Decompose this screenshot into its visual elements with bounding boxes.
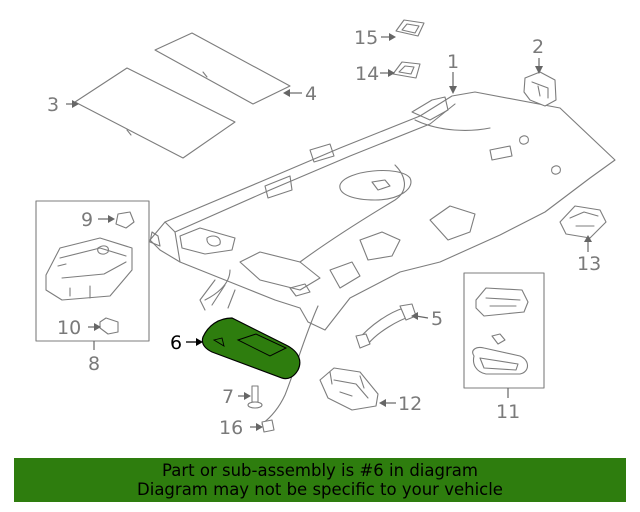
- part-5-handle: [355, 303, 417, 349]
- callout-5: 5: [431, 308, 443, 330]
- callout-1: 1: [447, 51, 459, 73]
- part-6-sun-visor: [201, 317, 301, 380]
- callout-6: 6: [170, 332, 182, 354]
- part-3-panel: [74, 67, 236, 159]
- part-15-clip: [395, 19, 425, 37]
- callout-13: 13: [577, 253, 601, 275]
- part-12-console: [319, 367, 379, 411]
- info-banner: Part or sub-assembly is #6 in diagram Di…: [14, 458, 626, 502]
- part-13-lamp: [559, 205, 607, 239]
- parts-diagram: 1 2 3 4 5 6 7 8 9 10 11 12 13 14 15 16: [35, 19, 616, 439]
- callout-10: 10: [57, 317, 81, 339]
- part-8-box: [35, 200, 150, 342]
- part-2-bracket: [523, 71, 557, 107]
- part-7-screw: [247, 385, 263, 409]
- part-11-box: [463, 272, 545, 389]
- callout-4: 4: [305, 83, 317, 105]
- part-4-panel: [154, 32, 291, 105]
- part-14-clip: [392, 61, 421, 79]
- callout-14: 14: [355, 63, 379, 85]
- callout-11: 11: [496, 401, 520, 423]
- part-16-clip: [261, 419, 275, 433]
- callout-12: 12: [398, 393, 422, 415]
- callout-16: 16: [219, 417, 243, 439]
- callout-3: 3: [47, 94, 59, 116]
- callout-7: 7: [222, 386, 234, 408]
- part-1-headliner: [149, 91, 616, 425]
- banner-line-1: Part or sub-assembly is #6 in diagram: [162, 461, 478, 480]
- callout-8: 8: [88, 353, 100, 375]
- callout-2: 2: [532, 36, 544, 58]
- callout-9: 9: [81, 209, 93, 231]
- callout-arrows: [66, 33, 592, 431]
- callout-15: 15: [354, 27, 378, 49]
- banner-line-2: Diagram may not be specific to your vehi…: [137, 480, 503, 499]
